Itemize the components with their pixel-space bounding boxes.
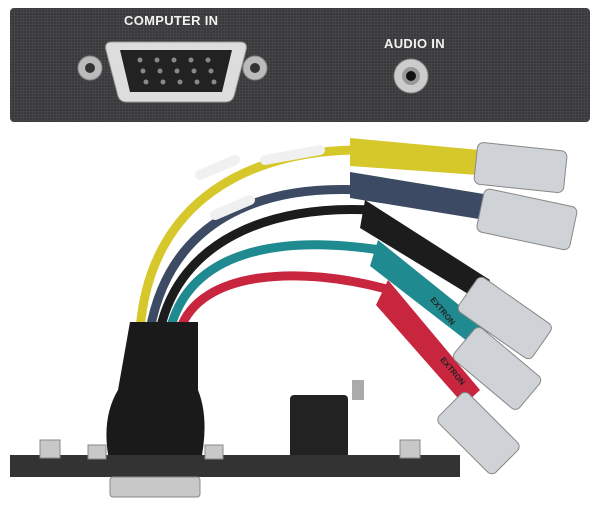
audio-jack-housing xyxy=(290,395,348,465)
bottom-plate xyxy=(10,455,460,477)
bnc-connectors xyxy=(437,142,578,475)
audio-in-label: AUDIO IN xyxy=(384,36,445,51)
black-cable xyxy=(155,205,375,335)
computer-in-label: COMPUTER IN xyxy=(124,13,219,28)
blue-cable xyxy=(145,185,365,335)
audio-jack xyxy=(393,58,429,94)
audio-jack-thread xyxy=(352,380,364,400)
cable-bundle xyxy=(135,145,395,335)
standoffs xyxy=(39,439,421,498)
vga-connector xyxy=(77,41,268,103)
wall-plate xyxy=(10,8,590,122)
teal-cable xyxy=(165,240,385,335)
red-cable xyxy=(175,271,395,335)
heat-shrink xyxy=(106,322,205,465)
